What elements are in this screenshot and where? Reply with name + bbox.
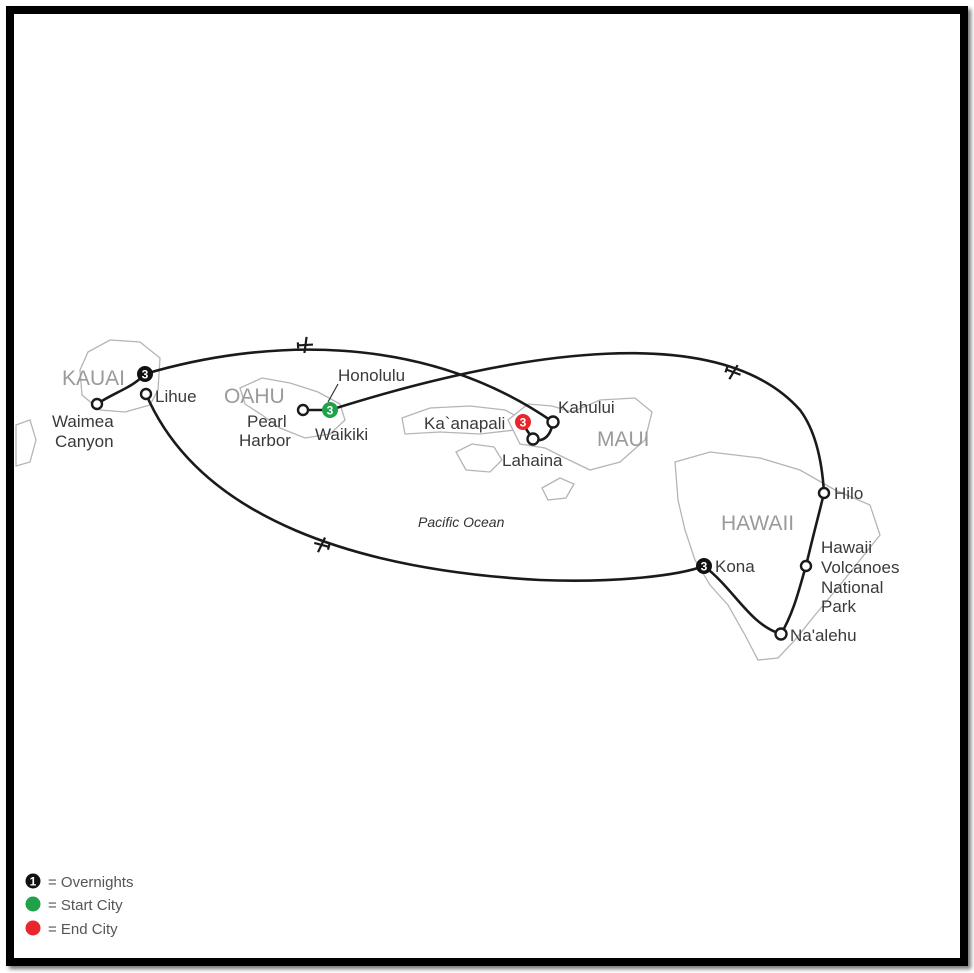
island-label-maui: MAUI [597,428,650,451]
city-label-kahului: Kahului [558,398,615,417]
legend-overnights: = Overnights [48,874,133,891]
city-label-volcanoes: Volcanoes [821,558,899,577]
route-kauai-to-maui [144,348,554,424]
kahoolawe-island [541,477,575,501]
overnight-badge-kona [696,558,712,574]
route-oahu-to-hilo [329,351,826,494]
lahaina-marker [526,432,540,446]
city-label-waimea: Canyon [55,432,114,451]
city-label-pearl-harbor: Pearl [247,412,287,431]
island-label-hawaii: HAWAII [721,512,794,535]
legend-start-icon [25,896,41,912]
lanai-island [455,443,503,473]
legend-end-city: = End City [48,921,118,938]
legend-start-city: = Start City [48,897,123,914]
city-label-naalehu: Na'alehu [790,626,857,645]
island-label-kauai: KAUAI [62,367,125,390]
route-lihue-to-kona [144,393,705,582]
lihue-marker [139,387,153,401]
map-legend: 1 = Overnights = Start City = End City [25,873,133,938]
city-label-volcanoes: Park [821,597,856,616]
airplane-icon [296,336,314,354]
hilo-marker [817,486,831,500]
overnight-count: 3 [142,368,149,382]
city-label-pearl-harbor: Harbor [239,431,291,450]
city-label-waimea: Waimea [52,412,114,431]
overnight-count: 3 [701,560,708,574]
city-label-honolulu: Honolulu [338,366,405,385]
city-label-hilo: Hilo [834,484,863,503]
volcanoes-marker [799,559,813,573]
oahu-island [239,377,346,439]
legend-end-icon [25,920,41,936]
overnight-count: 3 [327,404,334,418]
island-label-oahu: OAHU [224,385,285,408]
city-label-kaanapali: Ka`anapali [424,414,505,433]
overnight-count: 3 [520,416,527,430]
city-label-volcanoes: Hawaii [821,538,872,557]
ocean-label: Pacific Ocean [418,514,505,530]
airplane-icon [724,364,741,380]
city-label-volcanoes: National [821,578,883,597]
naalehu-marker [774,627,788,641]
start-city-badge [322,402,338,418]
airplane-icon [313,537,331,553]
city-label-lihue: Lihue [155,387,197,406]
city-label-waikiki: Waikiki [315,425,368,444]
end-city-badge [515,414,531,430]
legend-sample-number: 1 [30,875,37,889]
pearl-harbor-marker [296,403,310,417]
waimea-canyon-marker [90,397,104,411]
city-label-kona: Kona [715,557,755,576]
niihau-island [15,419,37,467]
kahului-marker [546,415,560,429]
legend-overnight-icon [25,873,41,889]
overnight-badge-kauai [137,366,153,382]
route-big-island-loop [703,492,826,636]
city-label-lahaina: Lahaina [502,451,563,470]
honolulu-leader-line [327,383,339,403]
